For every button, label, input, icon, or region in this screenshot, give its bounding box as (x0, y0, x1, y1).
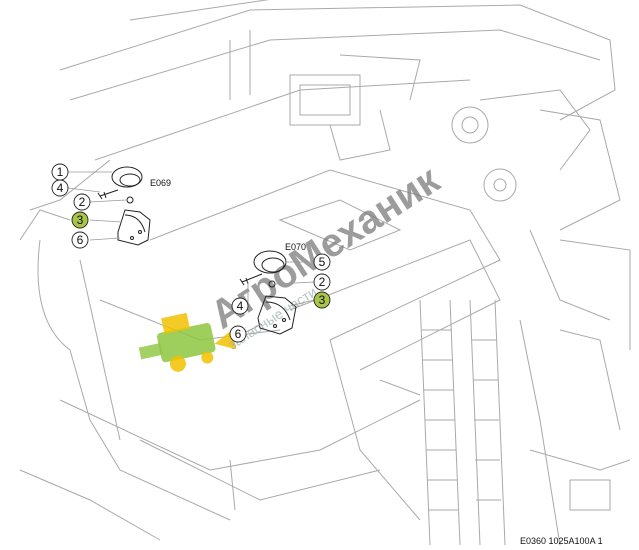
group-label-e070: E070 (285, 242, 306, 252)
nut-e070 (268, 280, 276, 288)
callout-e069-1: 1 (51, 163, 69, 181)
callout-number: 3 (319, 293, 326, 307)
callout-e070-6: 6 (229, 325, 247, 343)
callout-e070-3: 3 (313, 291, 331, 309)
callout-number: 1 (57, 165, 64, 179)
leader-lines-e069 (67, 171, 127, 241)
nut-e069 (126, 196, 134, 204)
callout-e069-6: 6 (71, 231, 89, 249)
part-group-e069 (97, 166, 151, 246)
group-label-e069: E069 (150, 178, 171, 188)
lamp-housing-e069 (111, 166, 143, 188)
callout-number: 6 (77, 233, 84, 247)
leader-lines-e070 (245, 261, 315, 333)
callout-e069-3: 3 (71, 211, 89, 229)
watermark: АгроМеханик запасные части (138, 157, 448, 372)
bolt-e069 (99, 189, 119, 197)
bracket-e069 (117, 209, 151, 246)
callout-number: 2 (79, 195, 86, 209)
callout-number: 3 (77, 213, 84, 227)
callout-number: 6 (235, 327, 242, 341)
figure-code: E0360 1025A100A 1 (520, 536, 603, 546)
callout-e070-4: 4 (231, 297, 249, 315)
harvester-logo-icon (138, 312, 237, 372)
machine-outline (19, 0, 631, 546)
bracket-e070 (257, 295, 297, 335)
lamp-lens-e070 (261, 257, 285, 273)
callout-number: 2 (319, 275, 326, 289)
callout-e070-2: 2 (313, 273, 331, 291)
lamp-lens-e069 (119, 173, 141, 187)
callout-number: 5 (319, 255, 326, 269)
callout-number: 4 (57, 181, 64, 195)
bolt-e070 (241, 273, 263, 283)
callout-e069-4: 4 (51, 179, 69, 197)
callout-e069-2: 2 (73, 193, 91, 211)
callout-e070-5: 5 (313, 253, 331, 271)
callout-number: 4 (237, 299, 244, 313)
